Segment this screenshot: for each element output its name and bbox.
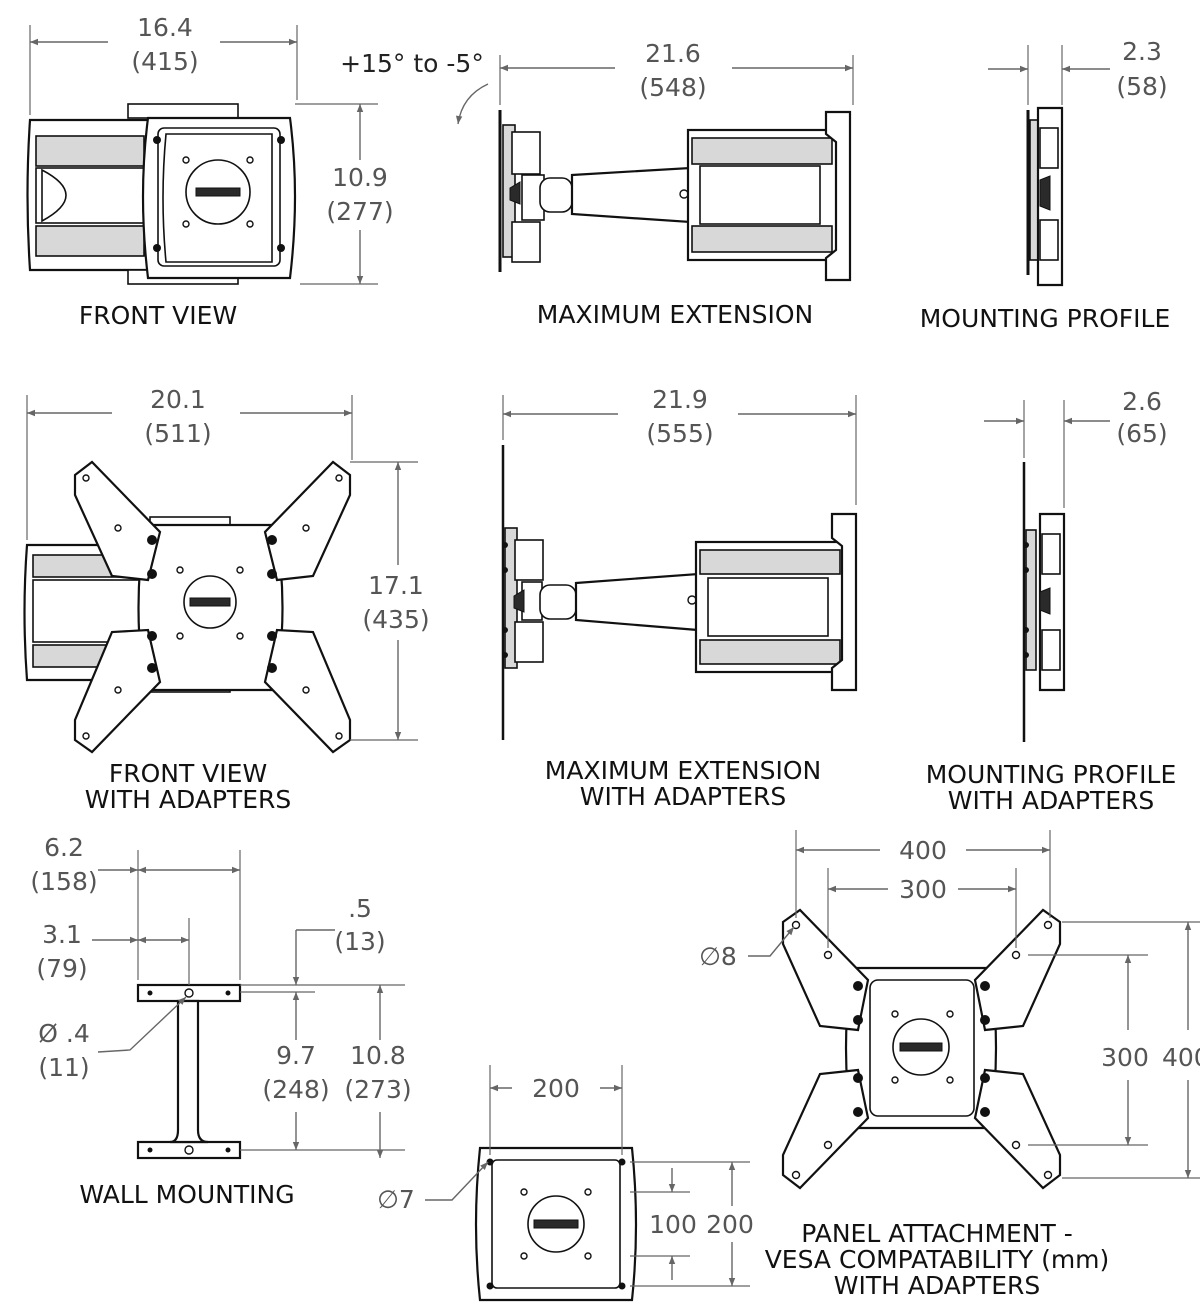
profile-adapters-caption-line1: MOUNTING PROFILE [926, 760, 1177, 789]
max-ext-adapters-caption-line2: WITH ADAPTERS [580, 782, 787, 811]
max-ext-adapters-length-value: 21.9 [652, 385, 708, 414]
front-adapters-width-mm: (511) [144, 419, 211, 448]
mounting-profile-adapters-drawing [1022, 462, 1066, 742]
panel-outer-width-value: 400 [899, 836, 947, 865]
front-height-value: 10.9 [332, 163, 388, 192]
front-view: 16.4 (415) 10.9 (277) FRONT VIEW [26, 13, 394, 330]
mounting-profile-caption: MOUNTING PROFILE [920, 304, 1171, 333]
max-extension-adapters-view: 21.9 (555) MAXIMUM EXTENSION WITH ADAPTE… [501, 385, 858, 811]
panel-caption-line3: WITH ADAPTERS [834, 1271, 1041, 1300]
tilt-range-label: +15° to -5° [340, 49, 484, 78]
panel-caption-line2: VESA COMPATABILITY (mm) [765, 1245, 1110, 1274]
wall-width-mm: (158) [30, 867, 97, 896]
small-plate-drawing [474, 1146, 638, 1302]
max-extension-drawing [498, 110, 852, 282]
wall-outer-value: 10.8 [350, 1041, 406, 1070]
front-view-caption: FRONT VIEW [79, 301, 237, 330]
wall-outer-mm: (273) [344, 1075, 411, 1104]
max-ext-length-mm: (548) [639, 73, 706, 102]
wall-width-value: 6.2 [44, 833, 84, 862]
front-adapters-caption-line1: FRONT VIEW [109, 759, 267, 788]
profile-adapters-caption-line2: WITH ADAPTERS [948, 786, 1155, 815]
wall-top-gap-mm: (13) [334, 927, 385, 956]
wall-hole-mm: (11) [38, 1053, 89, 1082]
panel-hole-dia: ∅8 [699, 942, 737, 971]
mounting-profile-adapters-view: 2.6 (65) MOUNTING PROFILE WITH ADAPTERS [926, 387, 1177, 815]
profile-depth-value: 2.3 [1122, 37, 1162, 66]
front-adapters-height-value: 17.1 [368, 571, 424, 600]
front-view-adapters-drawing [23, 460, 352, 754]
front-width-mm: (415) [131, 47, 198, 76]
wall-top-gap-value: .5 [348, 894, 372, 923]
wall-hole-value: Ø .4 [38, 1019, 89, 1048]
wall-mounting-view: 6.2 (158) 3.1 (79) .5 (13) 9.7 (248) 10.… [30, 833, 411, 1209]
max-ext-length-value: 21.6 [645, 39, 701, 68]
max-ext-adapters-length-mm: (555) [646, 419, 713, 448]
panel-attachment-drawing [781, 908, 1062, 1190]
mounting-profile-drawing [1026, 106, 1064, 287]
max-extension-caption: MAXIMUM EXTENSION [537, 300, 813, 329]
front-view-adapters: 20.1 (511) 17.1 (435) FRONT VIEW WITH AD… [23, 385, 430, 814]
max-extension-adapters-drawing [501, 445, 858, 740]
small-plate-outer-h-value: 200 [706, 1210, 754, 1239]
front-view-drawing [26, 103, 297, 285]
wall-inner-mm: (248) [262, 1075, 329, 1104]
mounting-profile-view: 2.3 (58) MOUNTING PROFILE [920, 37, 1171, 333]
max-extension-view: +15° to -5° 21.6 (548) MAXIMUM EXTENSION [340, 39, 854, 329]
profile-depth-mm: (58) [1116, 72, 1167, 101]
wall-mounting-caption: WALL MOUNTING [79, 1180, 294, 1209]
panel-inner-width-value: 300 [899, 875, 947, 904]
front-adapters-width-value: 20.1 [150, 385, 206, 414]
profile-adapters-depth-value: 2.6 [1122, 387, 1162, 416]
small-plate-inner-h-value: 100 [649, 1210, 697, 1239]
max-ext-adapters-caption-line1: MAXIMUM EXTENSION [545, 756, 821, 785]
panel-inner-height-value: 300 [1101, 1043, 1149, 1072]
wall-plate-drawing [136, 983, 242, 1160]
wall-offset-value: 3.1 [42, 920, 82, 949]
panel-attachment-view: 400 300 300 400 ∅8 PANEL ATTACHMENT - VE… [699, 830, 1200, 1300]
wall-inner-value: 9.7 [276, 1041, 316, 1070]
panel-outer-height-value: 400 [1162, 1043, 1200, 1072]
small-plate-view: 200 100 200 ∅7 [377, 1065, 754, 1302]
panel-caption-line1: PANEL ATTACHMENT - [801, 1219, 1073, 1248]
profile-adapters-depth-mm: (65) [1116, 419, 1167, 448]
front-adapters-caption-line2: WITH ADAPTERS [85, 785, 292, 814]
front-height-mm: (277) [326, 197, 393, 226]
wall-offset-mm: (79) [36, 954, 87, 983]
front-adapters-height-mm: (435) [362, 605, 429, 634]
small-plate-width-value: 200 [532, 1074, 580, 1103]
small-plate-hole-dia: ∅7 [377, 1185, 415, 1214]
front-width-value: 16.4 [137, 13, 193, 42]
